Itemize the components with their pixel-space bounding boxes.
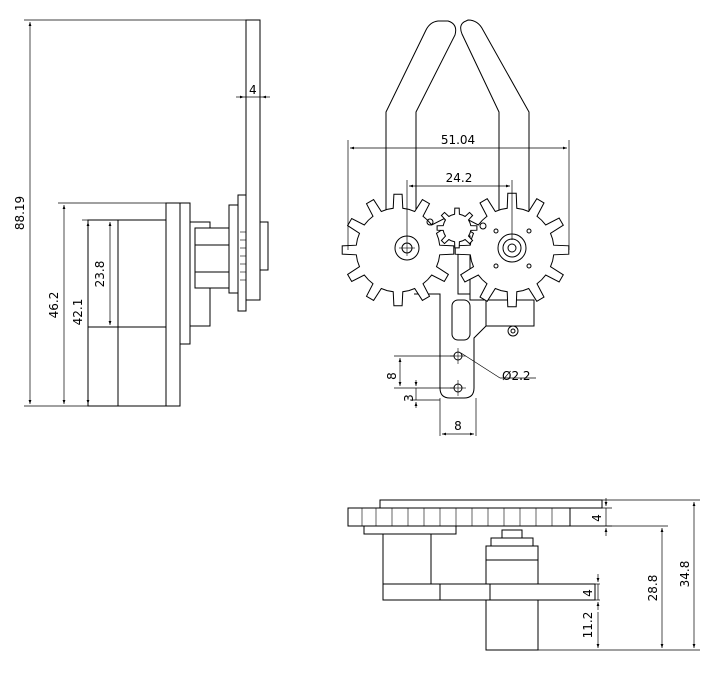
front-view-dimensions: 51.04 24.2 8 3 8 Ø2.2 bbox=[347, 133, 570, 436]
dim-hole-spacing-h: 8 bbox=[454, 419, 462, 433]
dim-bracket-thickness: 4 bbox=[581, 589, 595, 597]
dim-assembly-height: 34.8 bbox=[678, 561, 692, 588]
dim-hole-offset: 3 bbox=[402, 394, 416, 402]
left-gear bbox=[341, 193, 455, 307]
dim-gear-center-distance: 24.2 bbox=[446, 171, 473, 185]
idler-gear bbox=[436, 207, 478, 249]
dim-servo-face-height: 23.8 bbox=[93, 261, 107, 288]
dim-hole-spacing-v: 8 bbox=[385, 372, 399, 380]
dim-overall-height: 88.19 bbox=[13, 196, 27, 230]
dim-servo-offset: 11.2 bbox=[581, 612, 595, 639]
top-view bbox=[347, 499, 603, 651]
dim-servo-height: 46.2 bbox=[47, 292, 61, 319]
front-view bbox=[341, 19, 570, 399]
side-view bbox=[87, 19, 269, 407]
dim-hole-diameter: Ø2.2 bbox=[502, 369, 531, 383]
dim-arm-spread: 51.04 bbox=[441, 133, 475, 147]
dim-servo-total: 28.8 bbox=[646, 575, 660, 602]
dim-plate-thickness: 4 bbox=[249, 83, 257, 97]
side-view-dimensions: 88.19 46.2 42.1 23.8 4 bbox=[13, 19, 270, 407]
dim-gear-thickness: 4 bbox=[590, 514, 604, 522]
top-view-dimensions: 4 34.8 28.8 4 11.2 bbox=[538, 498, 700, 651]
dim-servo-body-height: 42.1 bbox=[71, 299, 85, 326]
